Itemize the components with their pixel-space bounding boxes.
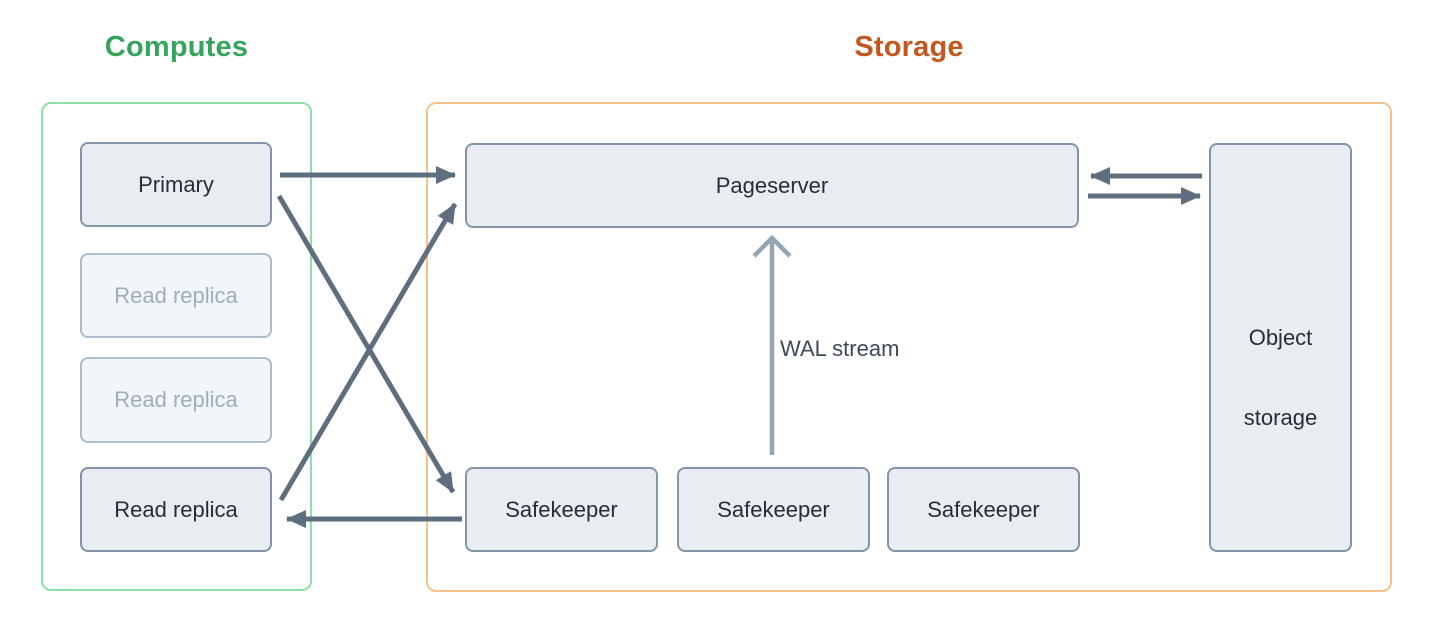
- wal-stream-label: WAL stream: [780, 336, 900, 361]
- computes-section-title: Computes: [104, 31, 249, 63]
- storage-section-title: Storage: [854, 31, 964, 63]
- object-storage-label-line2: storage: [1243, 404, 1318, 430]
- node-read-replica-1: Read replica: [80, 253, 272, 338]
- node-read-replica-2: Read replica: [80, 357, 272, 443]
- node-object-storage: Object storage: [1209, 143, 1352, 552]
- node-safekeeper-2: Safekeeper: [677, 467, 870, 552]
- node-safekeeper-3: Safekeeper: [887, 467, 1080, 552]
- node-pageserver: Pageserver: [465, 143, 1079, 228]
- node-primary: Primary: [80, 142, 272, 227]
- node-read-replica-3: Read replica: [80, 467, 272, 552]
- object-storage-label-line1: Object: [1248, 324, 1313, 350]
- node-safekeeper-1: Safekeeper: [465, 467, 658, 552]
